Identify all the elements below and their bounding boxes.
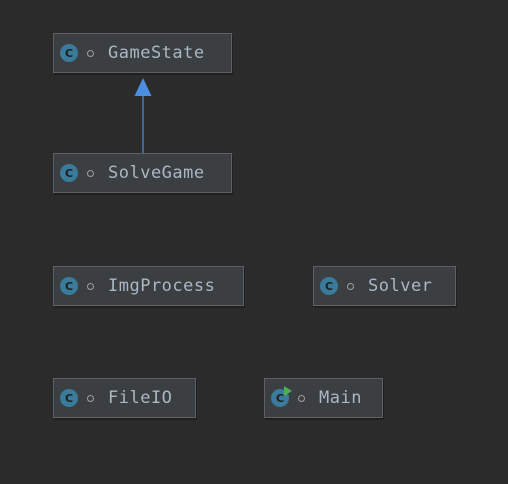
package-private-icon <box>87 282 94 290</box>
class-name: GameState <box>108 43 205 63</box>
class-name: Solver <box>368 276 433 296</box>
inheritance-arrowhead <box>134 78 152 96</box>
class-icon: C <box>320 277 338 295</box>
package-private-icon <box>87 49 94 57</box>
class-icon: C <box>60 164 78 182</box>
run-badge-icon <box>284 386 292 396</box>
class-node-solvegame[interactable]: C SolveGame <box>53 153 232 193</box>
class-icon: C <box>60 277 78 295</box>
class-name: FileIO <box>108 388 173 408</box>
class-name: Main <box>319 388 362 408</box>
class-icon: C <box>60 389 78 407</box>
runnable-class-icon: C <box>271 386 292 407</box>
class-node-solver[interactable]: C Solver <box>313 266 456 306</box>
class-name: ImgProcess <box>108 276 216 296</box>
class-icon: C <box>60 44 78 62</box>
class-icon-letter: C <box>275 391 285 405</box>
package-private-icon <box>87 394 94 402</box>
package-private-icon <box>87 169 94 177</box>
class-node-main[interactable]: C Main <box>264 378 383 418</box>
class-node-imgprocess[interactable]: C ImgProcess <box>53 266 244 306</box>
package-private-icon <box>347 282 354 290</box>
class-name: SolveGame <box>108 163 205 183</box>
class-node-gamestate[interactable]: C GameState <box>53 33 232 73</box>
package-private-icon <box>298 394 305 402</box>
class-node-fileio[interactable]: C FileIO <box>53 378 196 418</box>
